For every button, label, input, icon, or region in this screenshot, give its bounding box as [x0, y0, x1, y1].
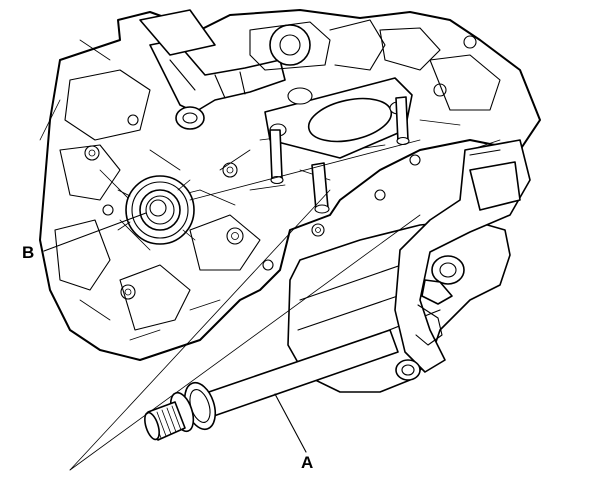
callout-label-a: A: [301, 453, 314, 472]
callout-label-b: B: [22, 243, 35, 262]
leader-line-a: [274, 393, 307, 453]
halfshaft: [144, 329, 399, 441]
flange-plate: [264, 77, 413, 214]
oil-seal: [117, 175, 196, 245]
upper-bracket: [139, 9, 386, 130]
leader-line-b: [43, 212, 147, 252]
center-lines: [69, 139, 421, 471]
